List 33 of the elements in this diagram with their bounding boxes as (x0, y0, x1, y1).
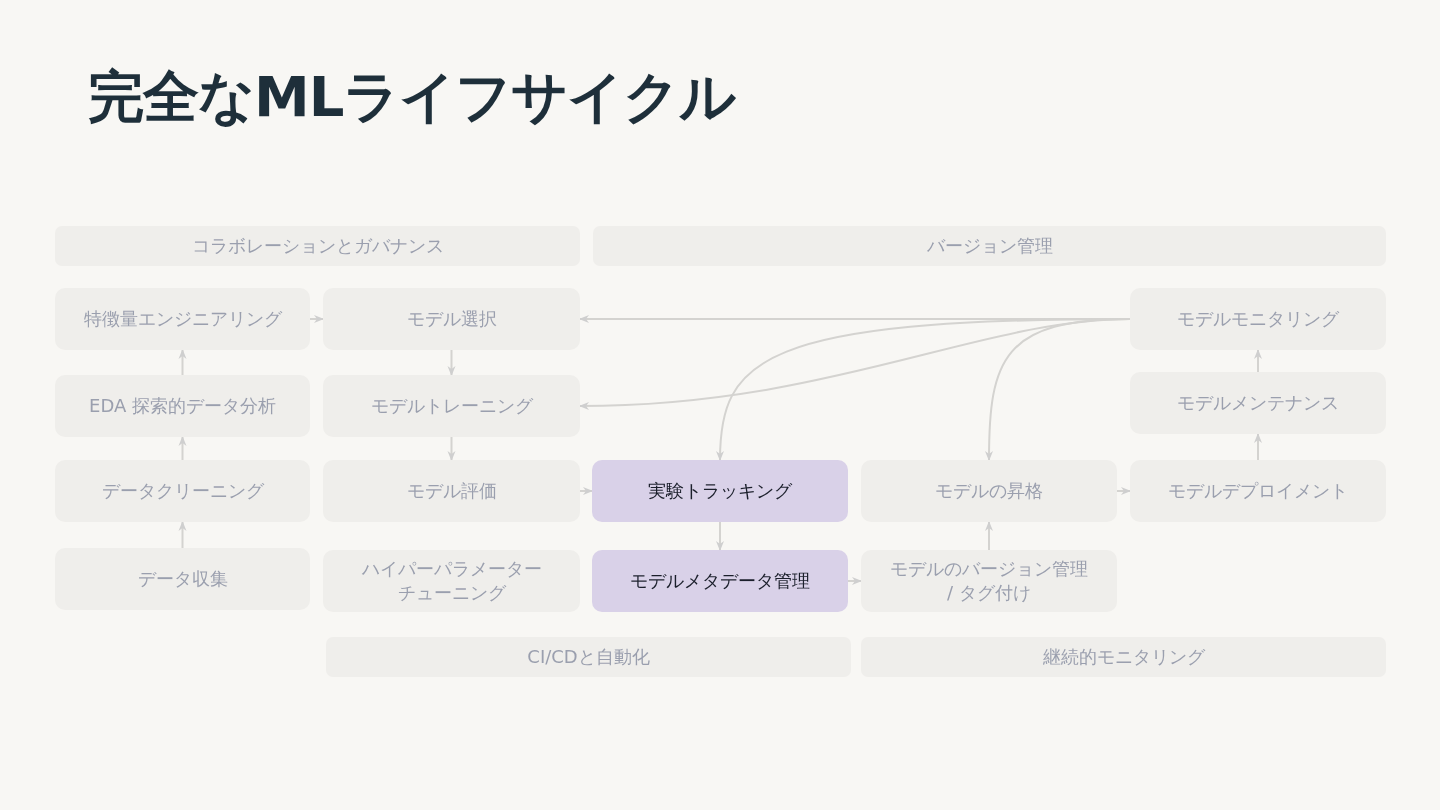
slide-title: 完全なMLライフサイクル (88, 63, 736, 131)
process-box: モデルメタデータ管理 (592, 550, 848, 612)
process-box: データクリーニング (55, 460, 310, 522)
process-box: ハイパーパラメーターチューニング (323, 550, 580, 612)
band-box: コラボレーションとガバナンス (55, 226, 580, 266)
arrow (985, 521, 993, 551)
process-box: モデルのバージョン管理 / タグ付け (861, 550, 1117, 612)
arrow (447, 349, 456, 376)
process-box: モデルモニタリング (1130, 288, 1386, 350)
process-box: モデルトレーニング (323, 375, 580, 437)
arrow (1254, 349, 1262, 373)
band-box: 継続的モニタリング (861, 637, 1386, 677)
band-box: CI/CDと自動化 (326, 637, 851, 677)
arrow (178, 436, 187, 461)
band-box: バージョン管理 (593, 226, 1386, 266)
process-box: モデル選択 (323, 288, 580, 350)
arrow (716, 521, 724, 551)
process-box: モデルデプロイメント (1130, 460, 1386, 522)
arrow (309, 315, 324, 323)
arrow (1116, 487, 1131, 495)
process-box: モデルの昇格 (861, 460, 1117, 522)
process-box: データ収集 (55, 548, 310, 610)
arrow (579, 487, 593, 495)
arrow (447, 436, 456, 461)
arrow (178, 349, 187, 376)
arrow (847, 577, 862, 585)
arrow (178, 521, 187, 549)
process-box: EDA 探索的データ分析 (55, 375, 310, 437)
process-box: モデルメンテナンス (1130, 372, 1386, 434)
process-box: モデル評価 (323, 460, 580, 522)
process-box: 特徴量エンジニアリング (55, 288, 310, 350)
process-box: 実験トラッキング (592, 460, 848, 522)
arrow (1254, 433, 1262, 461)
